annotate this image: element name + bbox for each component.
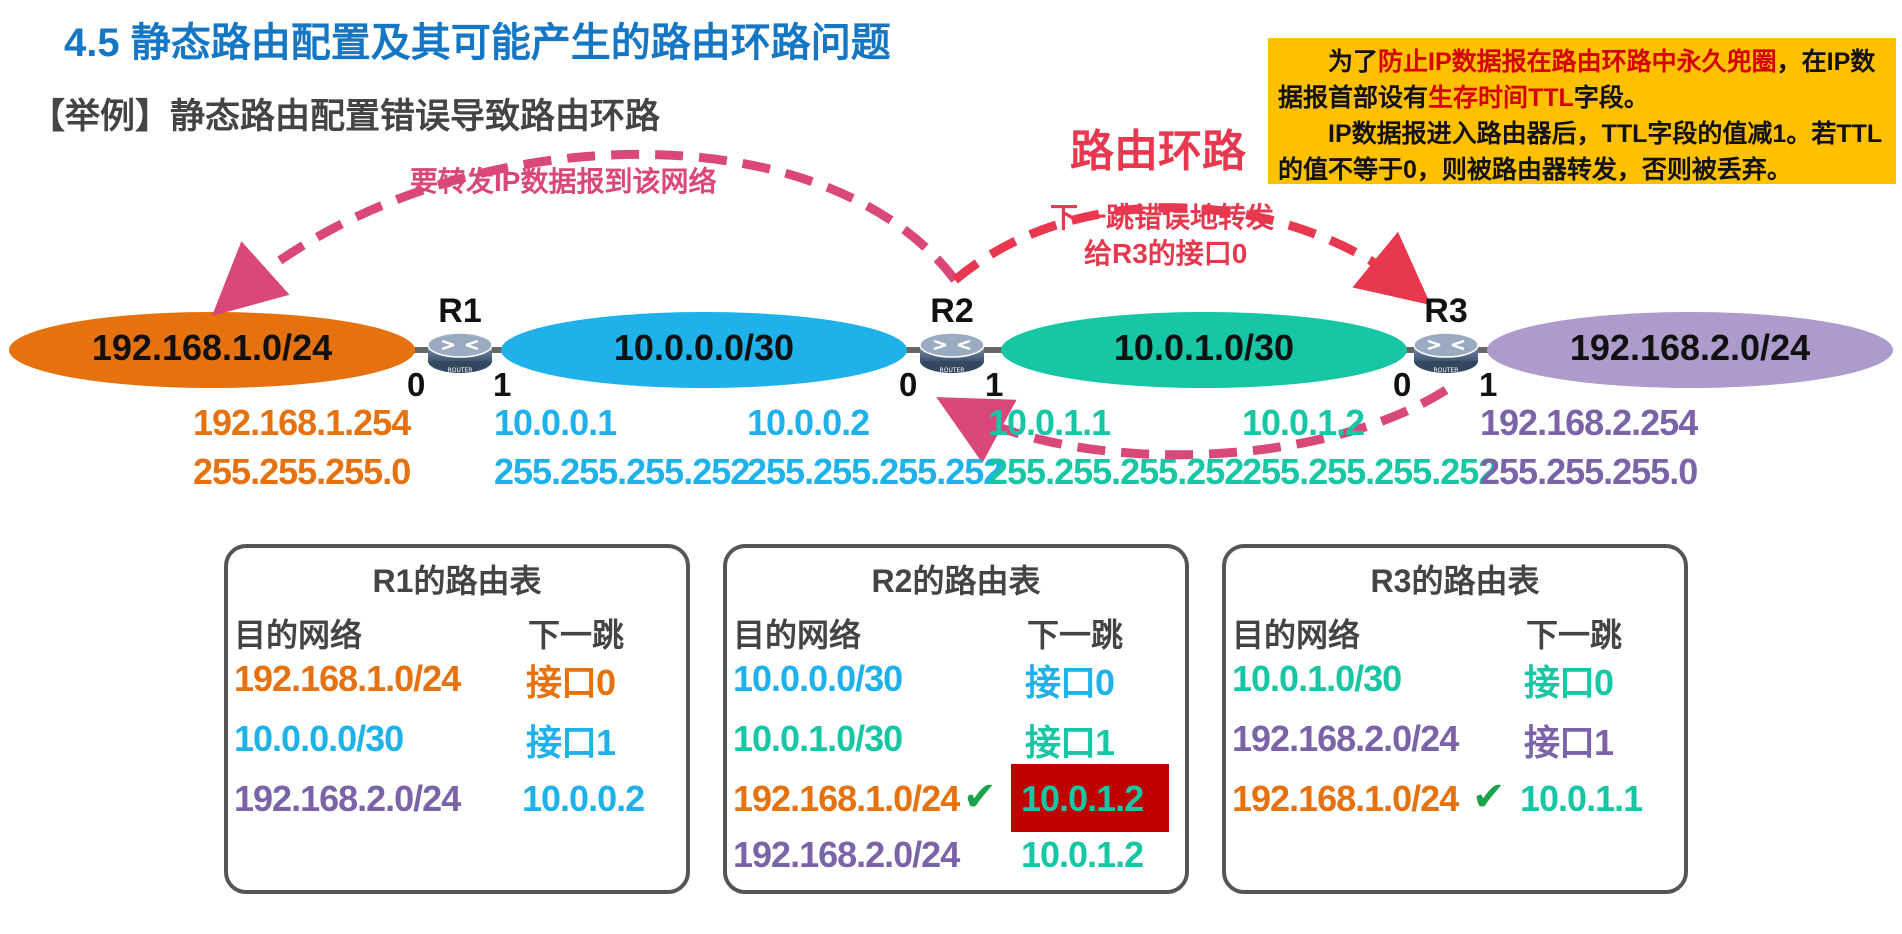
ttl-note-highlight-ttl: 生存时间TTL: [1428, 84, 1574, 112]
r3-row2-next: 接口1: [1524, 722, 1614, 763]
r2-row2-dest: 10.0.1.0/30: [733, 718, 903, 759]
r2-table-title: R2的路由表: [871, 563, 1041, 599]
r1-row1-next: 接口0: [526, 662, 616, 703]
r3-row1-dest: 10.0.1.0/30: [1232, 658, 1402, 699]
r3-routing-table: R3的路由表 目的网络 下一跳 10.0.1.0/30 接口0 192.168.…: [1222, 544, 1688, 894]
r3-table-title: R3的路由表: [1370, 563, 1540, 599]
r2-if0-ip: 10.0.0.2: [747, 402, 870, 443]
r1-table-title: R1的路由表: [372, 563, 542, 599]
wrong-forward-label-line2: 给R3的接口0: [1084, 238, 1248, 269]
ttl-note-paragraph-2: IP数据报进入路由器后，TTL字段的值减1。若TTL的值不等于0，则被路由器转发…: [1278, 120, 1883, 184]
network-192-168-2-0: [1487, 312, 1893, 388]
routing-loop-label: 路由环路: [1070, 127, 1246, 176]
slide-subtitle: 【举例】静态路由配置错误导致路由环路: [30, 97, 661, 136]
router-r2-port-0: 0: [899, 366, 918, 403]
r2-next-header: 下一跳: [1027, 617, 1124, 653]
r2-row4-dest: 192.168.2.0/24: [733, 834, 960, 875]
network-label-192-168-2-0: 192.168.2.0/24: [1569, 327, 1811, 368]
r2-if1-mask: 255.255.255.252: [988, 451, 1244, 492]
r2-row1-dest: 10.0.0.0/30: [733, 658, 903, 699]
r2-wrong-next-hop-highlight: [1011, 764, 1169, 832]
ttl-note-box: 为了防止IP数据报在路由环路中永久兜圈，在IP数据报首部设有生存时间TTL字段。…: [1268, 38, 1896, 184]
router-r1-port-0: 0: [407, 366, 426, 403]
router-r3-port-0: 0: [1393, 366, 1412, 403]
r3-row2-dest: 192.168.2.0/24: [1232, 718, 1459, 759]
r2-routing-table: R2的路由表 目的网络 下一跳 10.0.0.0/30 接口0 10.0.1.0…: [723, 544, 1189, 894]
network-label-10-0-1-0: 10.0.1.0/30: [1113, 327, 1295, 368]
r1-row1-dest: 192.168.1.0/24: [234, 658, 461, 699]
r3-row1-next: 接口0: [1524, 662, 1614, 703]
router-r1-icon-text: ROUTER: [448, 367, 473, 374]
r1-row2-dest: 10.0.0.0/30: [234, 718, 404, 759]
router-r2-icon: ROUTER: [919, 332, 985, 374]
r1-if0-ip: 192.168.1.254: [193, 402, 411, 443]
r3-row3-dest: 192.168.1.0/24: [1232, 778, 1459, 819]
r2-row3-dest: 192.168.1.0/24: [733, 778, 960, 819]
r1-row2-next: 接口1: [526, 722, 616, 763]
r3-if1-mask: 255.255.255.0: [1480, 451, 1698, 492]
r1-routing-table: R1的路由表 目的网络 下一跳 192.168.1.0/24 接口0 10.0.…: [224, 544, 690, 894]
slide-title: 4.5 静态路由配置及其可能产生的路由环路问题: [64, 21, 891, 65]
r2-row3-check-icon: ✔: [963, 775, 997, 819]
r1-if1-ip: 10.0.0.1: [494, 402, 617, 443]
r3-if1-ip: 192.168.2.254: [1480, 402, 1698, 443]
router-r2-icon-text: ROUTER: [940, 367, 965, 374]
r1-if1-mask: 255.255.255.252: [494, 451, 750, 492]
router-r2-name: R2: [930, 292, 974, 330]
wrong-forward-label-line1: 下一跳错误地转发: [1050, 202, 1275, 233]
network-label-10-0-0-0: 10.0.0.0/30: [613, 327, 795, 368]
r3-row3-check-icon: ✔: [1472, 775, 1506, 819]
router-r1-icon: ROUTER: [427, 332, 493, 374]
r1-if0-mask: 255.255.255.0: [193, 451, 411, 492]
network-label-192-168-1-0: 192.168.1.0/24: [91, 327, 333, 368]
network-192-168-1-0: [9, 312, 415, 388]
network-10-0-1-0: [1001, 312, 1407, 388]
r3-dest-header: 目的网络: [1232, 617, 1361, 653]
r1-row3-next: 10.0.0.2: [522, 778, 645, 819]
r2-row3-next: 10.0.1.2: [1021, 778, 1144, 819]
r2-if1-ip: 10.0.1.1: [988, 402, 1111, 443]
r2-row1-next: 接口0: [1025, 662, 1115, 703]
r1-dest-header: 目的网络: [234, 617, 363, 653]
ttl-note-highlight-loop: 防止IP数据报在路由环路中永久兜圈: [1378, 48, 1777, 76]
r2-dest-header: 目的网络: [733, 617, 862, 653]
r3-if0-ip: 10.0.1.2: [1242, 402, 1365, 443]
r3-if0-mask: 255.255.255.252: [1242, 451, 1498, 492]
ttl-note-paragraph-1: 为了防止IP数据报在路由环路中永久兜圈，在IP数据报首部设有生存时间TTL字段。: [1278, 48, 1876, 112]
router-r3-icon-text: ROUTER: [1434, 367, 1459, 374]
r3-row3-next: 10.0.1.1: [1520, 778, 1643, 819]
r2-row2-next: 接口1: [1025, 722, 1115, 763]
r2-if0-mask: 255.255.255.252: [747, 451, 1003, 492]
router-r3-name: R3: [1424, 292, 1468, 330]
router-r3-icon: ROUTER: [1413, 332, 1479, 374]
r1-row3-dest: 192.168.2.0/24: [234, 778, 461, 819]
r1-next-header: 下一跳: [528, 617, 625, 653]
router-r1-port-1: 1: [493, 366, 512, 403]
r3-next-header: 下一跳: [1526, 617, 1623, 653]
router-r3-port-1: 1: [1479, 366, 1498, 403]
forward-intent-label: 要转发IP数据报到该网络: [410, 166, 717, 197]
loop-back-arrow: [936, 386, 1449, 464]
wrong-next-hop-arrow: [952, 203, 1431, 306]
network-10-0-0-0: [501, 312, 907, 388]
router-r2-port-1: 1: [985, 366, 1004, 403]
r2-row4-next: 10.0.1.2: [1021, 834, 1144, 875]
forward-intent-arrow: [211, 149, 959, 317]
router-r1-name: R1: [438, 292, 482, 330]
